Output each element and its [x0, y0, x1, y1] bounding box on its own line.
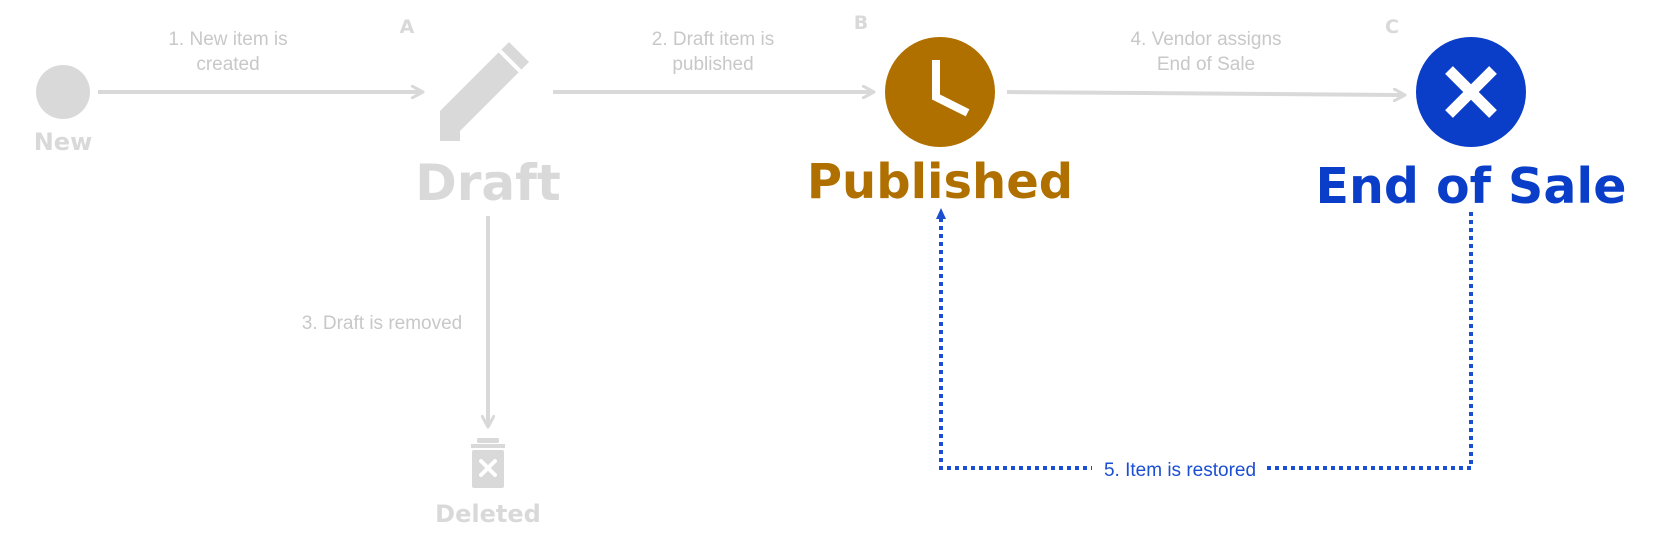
- pencil-icon: [440, 42, 529, 141]
- arrow-end-of-sale-to-published: [936, 208, 1473, 470]
- state-published-letter: B: [854, 12, 868, 34]
- state-deleted-label: Deleted: [435, 500, 541, 528]
- transition-end-of-sale-label-line1: 4. Vendor assigns: [1130, 29, 1281, 50]
- transition-restored: 5. Item is restored: [936, 208, 1473, 481]
- transition-removed-label: 3. Draft is removed: [302, 313, 463, 334]
- transition-created: 1. New item is created: [98, 29, 422, 92]
- circle-icon: [36, 65, 90, 119]
- transition-end-of-sale: 4. Vendor assigns End of Sale: [1006, 29, 1404, 95]
- state-draft-letter: A: [400, 16, 415, 38]
- transition-restored-label: 5. Item is restored: [1104, 460, 1256, 481]
- transition-created-label-line2: created: [196, 54, 259, 75]
- restore-label-background: [1092, 455, 1266, 481]
- state-published: B Published: [807, 12, 1073, 210]
- transition-removed: 3. Draft is removed: [302, 216, 488, 426]
- x-circle-icon: [1416, 37, 1526, 147]
- state-new-label: New: [34, 128, 93, 156]
- state-end-of-sale-letter: C: [1385, 16, 1399, 38]
- arrow-published-to-end-of-sale: [1006, 92, 1404, 95]
- state-deleted: Deleted: [435, 438, 541, 528]
- transition-created-label-line1: 1. New item is: [168, 29, 287, 50]
- clock-icon: [885, 37, 995, 147]
- state-published-label: Published: [807, 154, 1073, 210]
- transition-published: 2. Draft item is published: [553, 29, 873, 92]
- state-draft: A Draft: [400, 16, 561, 212]
- trash-x-icon: [471, 438, 505, 488]
- state-new: New: [34, 65, 93, 156]
- state-end-of-sale-label: End of Sale: [1316, 158, 1627, 215]
- transition-published-label-line2: published: [672, 54, 753, 75]
- state-end-of-sale: C End of Sale: [1316, 16, 1627, 215]
- transition-published-label-line1: 2. Draft item is: [652, 29, 774, 50]
- transition-end-of-sale-label-line2: End of Sale: [1157, 54, 1255, 75]
- state-draft-label: Draft: [415, 154, 561, 212]
